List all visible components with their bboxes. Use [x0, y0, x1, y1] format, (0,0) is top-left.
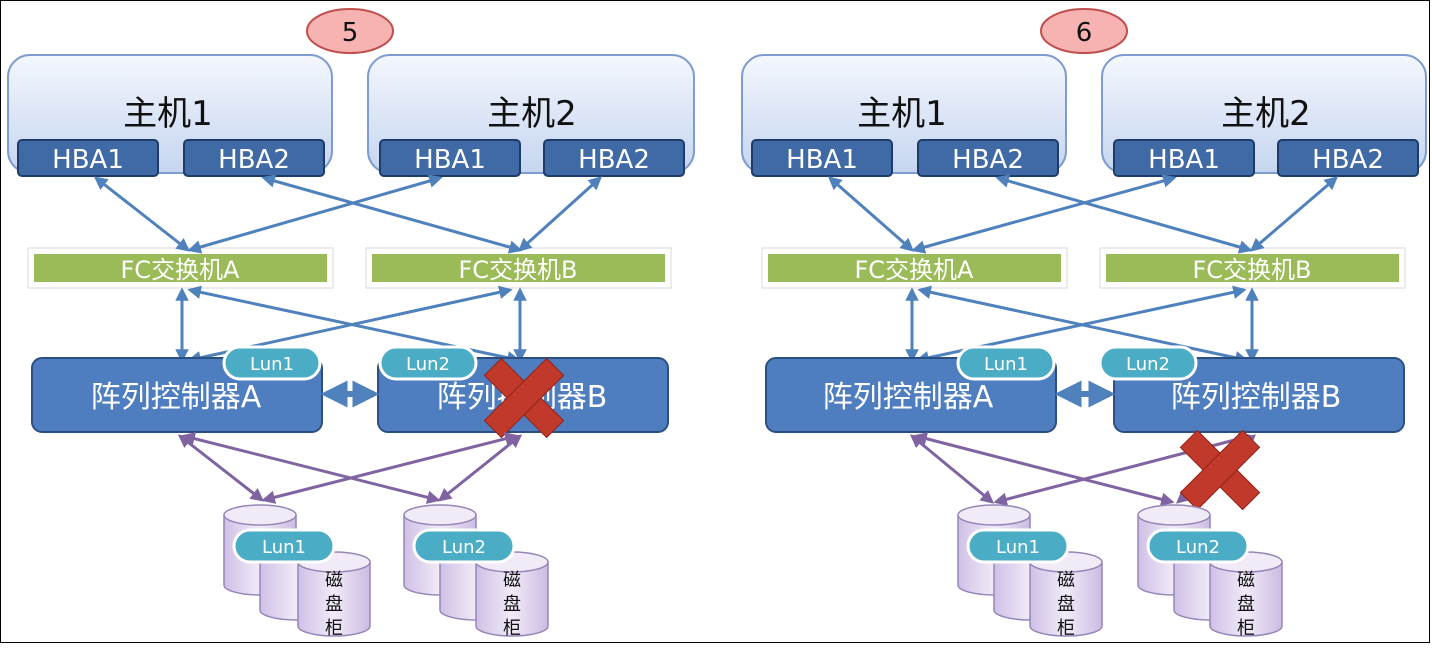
disk-enclosure-char: 柜 — [503, 618, 521, 639]
lun1-label: Lun1 — [996, 537, 1040, 558]
fc-switch-b: FC交换机B — [365, 247, 672, 289]
disk-enclosure-char: 磁 — [325, 570, 343, 591]
fc-switch-a-label: FC交换机A — [121, 256, 241, 284]
fc-switch-b-label: FC交换机B — [458, 256, 577, 284]
disk-enclosure-char: 磁 — [1057, 570, 1075, 591]
host-1-label: 主机1 — [123, 94, 213, 134]
lun2-label: Lun2 — [442, 537, 486, 558]
disk-enclosure-2: Lun2 磁 盘 柜 — [403, 504, 549, 639]
lun1-badge: Lun1 — [966, 528, 1070, 564]
fc-switch-a-label: FC交换机A — [855, 256, 975, 284]
step-badge: 5 — [306, 8, 394, 54]
host-2-label: 主机2 — [487, 94, 577, 134]
fc-switch-b: FC交换机B — [1099, 247, 1406, 289]
host-2-label: 主机2 — [1221, 94, 1311, 134]
lun1-label: Lun1 — [262, 537, 306, 558]
step-badge: 6 — [1040, 8, 1128, 54]
disk-enclosure-char: 柜 — [1237, 618, 1255, 639]
host-switch-links — [827, 174, 1339, 254]
disk-link — [437, 434, 523, 502]
lun2-badge: Lun2 — [1098, 345, 1198, 381]
disk-enclosure-char: 磁 — [503, 570, 521, 591]
disk-enclosure-1: Lun1 磁 盘 柜 — [223, 504, 371, 639]
fc-link — [911, 174, 1177, 254]
fc-switch-a: FC交换机A — [761, 247, 1068, 289]
lun2-label: Lun2 — [1176, 537, 1220, 558]
lun1-badge: Lun1 — [956, 345, 1056, 381]
controller-b-label: 阵列控制器B — [1171, 380, 1342, 415]
hba-1-label: HBA1 — [786, 145, 858, 175]
fc-link — [517, 176, 603, 252]
disk-enclosure-char: 柜 — [325, 618, 343, 639]
fc-link — [187, 174, 443, 254]
disk-enclosure-1: Lun1 磁 盘 柜 — [957, 504, 1103, 639]
fc-link — [1249, 176, 1339, 252]
disk-enclosure-char: 盘 — [325, 594, 343, 615]
hba-1-label: HBA1 — [52, 145, 124, 175]
lun2-label: Lun2 — [406, 354, 450, 375]
hba-1-label: HBA1 — [414, 145, 486, 175]
lun2-badge: Lun2 — [1146, 528, 1250, 564]
controller-disk-links — [177, 432, 523, 504]
host-1: 主机1 HBA1 HBA2 — [7, 54, 333, 177]
hba-2-label: HBA2 — [1312, 145, 1384, 175]
lun1-badge: Lun1 — [222, 345, 322, 381]
lun2-badge: Lun2 — [412, 528, 516, 564]
step-number: 5 — [342, 18, 359, 48]
disk-enclosure-char: 盘 — [1237, 594, 1255, 615]
fc-link — [93, 176, 191, 252]
disk-enclosure-char: 盘 — [1057, 594, 1075, 615]
hba-2-label: HBA2 — [578, 145, 650, 175]
controller-a-label: 阵列控制器A — [91, 380, 262, 415]
lun1-label: Lun1 — [984, 354, 1028, 375]
hba-2-label: HBA2 — [952, 145, 1024, 175]
disk-enclosure-char: 盘 — [503, 594, 521, 615]
disk-enclosure-2: Lun2 磁 盘 柜 — [1137, 504, 1283, 639]
hba-2 — [1277, 139, 1419, 177]
lun1-badge: Lun1 — [232, 528, 336, 564]
fc-switch-b-label: FC交换机B — [1192, 256, 1311, 284]
lun2-label: Lun2 — [1126, 354, 1170, 375]
lun2-badge: Lun2 — [378, 345, 478, 381]
disk-cylinder — [297, 551, 371, 637]
hba-1 — [751, 139, 893, 177]
hba-2 — [543, 139, 685, 177]
panel-step-6: 6 主机1 HBA1 HBA2 主机2 HBA1 HBA2 — [741, 8, 1427, 639]
hba-2-label: HBA2 — [218, 145, 290, 175]
failure-x-icon — [1179, 429, 1261, 511]
panel-step-5: 5 主机1 HBA1 HBA2 主机2 HBA1 HBA2 — [7, 8, 695, 639]
hba-1 — [17, 139, 159, 177]
disk-enclosure-char: 柜 — [1057, 618, 1075, 639]
fc-link — [827, 176, 915, 252]
disk-enclosure-char: 磁 — [1237, 570, 1255, 591]
hba-1-label: HBA1 — [1148, 145, 1220, 175]
fc-switch-a: FC交换机A — [27, 247, 334, 289]
disk-cylinder — [1209, 551, 1283, 637]
host-switch-links — [93, 174, 603, 254]
host-1: 主机1 HBA1 HBA2 — [741, 54, 1067, 177]
host-2: 主机2 HBA1 HBA2 — [1101, 54, 1427, 177]
controller-a-label: 阵列控制器A — [823, 380, 994, 415]
lun1-label: Lun1 — [250, 354, 294, 375]
host-1-label: 主机1 — [857, 94, 947, 134]
failure-x-icon — [483, 357, 565, 439]
step-number: 6 — [1076, 18, 1093, 48]
host-2: 主机2 HBA1 HBA2 — [367, 54, 695, 177]
